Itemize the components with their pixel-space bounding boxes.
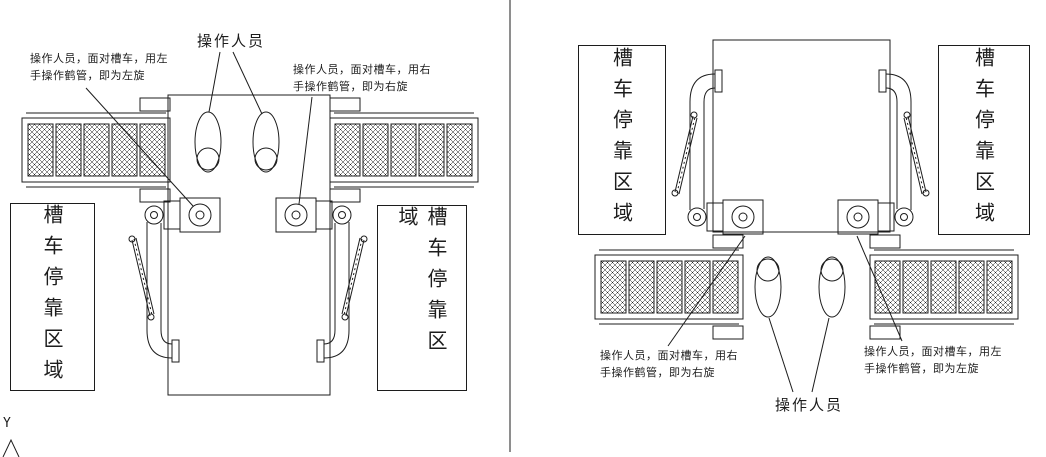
right-diagram [594, 39, 1019, 393]
tanker-truck [869, 234, 1019, 340]
loading-arm [837, 69, 930, 235]
left-note-left-hand: 操作人员，面对槽车，用左 手操作鹤管，即为左旋 [30, 52, 168, 82]
right-platform-outline [712, 39, 891, 233]
tanker-truck [329, 97, 479, 203]
operator-figure [818, 256, 846, 318]
leader-lines [85, 51, 313, 207]
leader-lines [667, 235, 903, 393]
y-axis-arrow-icon [2, 438, 20, 457]
left-diagram [21, 51, 479, 396]
parking-area-box: 槽车停靠区域 [10, 203, 95, 391]
parking-area-box: 槽车停靠区域 [938, 45, 1030, 235]
right-note-right-hand: 操作人员，面对槽车，用右 手操作鹤管，即为右旋 [600, 349, 738, 379]
operator-figure [194, 111, 222, 173]
parking-area-box: 槽车停靠区域 [377, 205, 467, 391]
left-operator-label: 操作人员 [197, 32, 266, 50]
left-note-right-hand: 操作人员，面对槽车，用右 手操作鹤管，即为右旋 [293, 63, 431, 93]
loading-arm [128, 197, 221, 363]
right-note-left-hand: 操作人员，面对槽车，用左 手操作鹤管，即为左旋 [864, 345, 1002, 375]
tanker-truck [594, 234, 744, 340]
loading-arm [671, 69, 764, 235]
right-operator-label: 操作人员 [775, 396, 844, 414]
left-platform-outline [167, 94, 331, 396]
parking-area-box: 槽车停靠区域 [578, 45, 666, 235]
tanker-truck [21, 97, 171, 203]
operator-figure [754, 256, 782, 318]
y-axis-label: Y [3, 416, 11, 431]
operator-figure [252, 111, 280, 173]
loading-arm [275, 197, 368, 363]
